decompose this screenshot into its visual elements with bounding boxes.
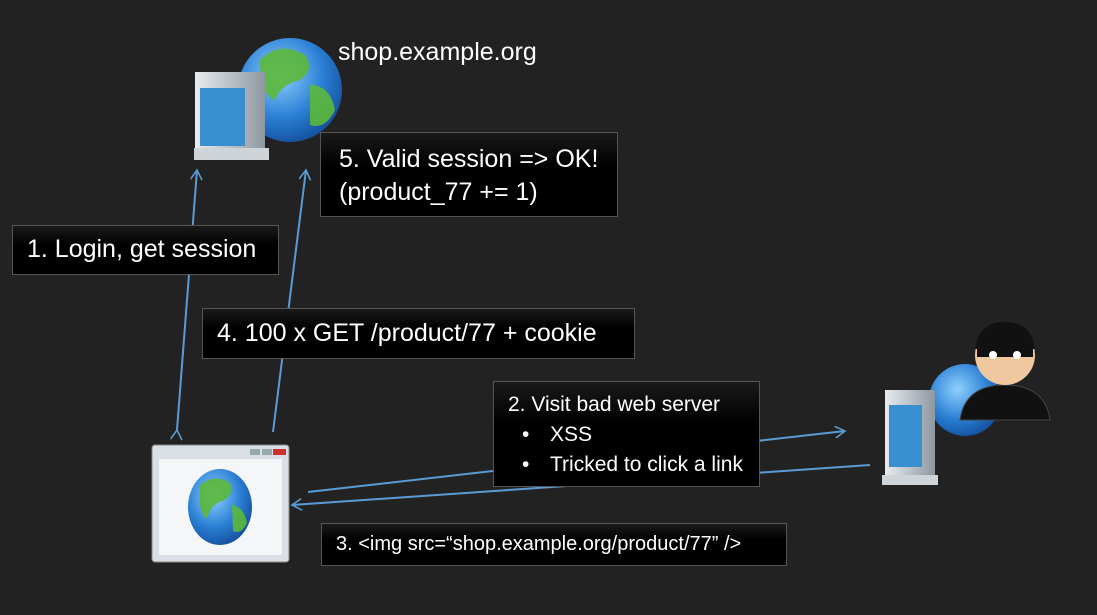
- step2-bullet: Tricked to click a link: [522, 450, 759, 480]
- arrow-get-request: [272, 170, 306, 433]
- step2-bullet: XSS: [522, 420, 759, 450]
- step1-box: 1. Login, get session: [12, 225, 279, 275]
- shop-server-icon: [194, 38, 342, 160]
- step4-label: 4. 100 x GET /product/77 + cookie: [217, 319, 597, 347]
- step1-label: 1. Login, get session: [27, 235, 257, 263]
- attacker-server-icon: [882, 364, 1001, 485]
- step3-box: 3. <img src=“shop.example.org/product/77…: [321, 523, 787, 566]
- step5-line2: (product_77 += 1): [339, 178, 538, 206]
- browser-window-icon: [151, 444, 290, 563]
- step4-box: 4. 100 x GET /product/77 + cookie: [202, 308, 635, 359]
- hacker-icon: [959, 322, 1051, 421]
- step5-box: 5. Valid session => OK! (product_77 += 1…: [320, 132, 618, 217]
- arrow-login: [177, 170, 197, 430]
- step5-line1: 5. Valid session => OK!: [339, 145, 599, 173]
- step3-label: 3. <img src=“shop.example.org/product/77…: [336, 533, 742, 555]
- step2-title: 2. Visit bad web server: [508, 393, 721, 416]
- step2-box: 2. Visit bad web server XSS Tricked to c…: [493, 381, 760, 487]
- shop-server-label: shop.example.org: [338, 38, 537, 66]
